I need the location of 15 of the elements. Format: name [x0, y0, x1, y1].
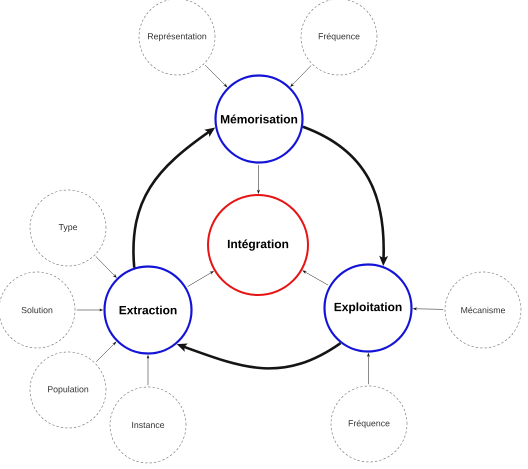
circle-node: Extraction	[103, 265, 193, 355]
arrow	[302, 270, 328, 286]
arrow	[290, 65, 312, 87]
arrow	[96, 256, 117, 278]
circle-node: Intégration	[207, 194, 309, 296]
arrow	[76, 308, 103, 312]
circle-node: Mémorisation	[214, 74, 304, 164]
arrow	[204, 64, 228, 88]
arrow	[257, 164, 260, 194]
arrow	[96, 342, 116, 362]
arrow	[413, 308, 444, 310]
arrow	[367, 353, 370, 384]
arrow	[146, 355, 150, 386]
arrow	[187, 271, 214, 287]
circle-node: Exploitation	[323, 263, 413, 353]
